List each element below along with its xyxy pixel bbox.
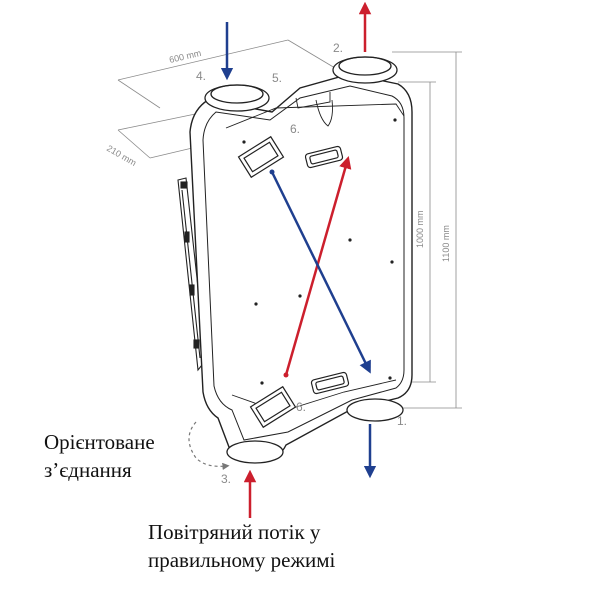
external-flow-arrows [220,1,377,518]
screw-holes [242,118,397,385]
inner-height-dimension-label: 1000 mm [415,210,425,248]
port-number-4: 4. [196,69,206,83]
extract-airflow-arrow [270,171,371,374]
port-3-collar [226,440,284,464]
orientation-caption: Орієнтоване з’єднання [44,428,155,484]
port-number-6-bottom: 6. [296,400,306,414]
width-dimension-label: 600 mm [168,48,202,65]
outer-height-dimension-label: 1100 mm [441,225,451,262]
port-number-2: 2. [333,41,343,55]
airflow-caption-line-2: правильному режимі [148,548,336,572]
airflow-caption-line-1: Повітряний потік у [148,520,321,544]
panels-and-slots [237,135,350,429]
port-number-6-top: 6. [290,122,300,136]
depth-dimension-label: 210 mm [105,143,138,168]
internal-airflow [269,155,371,378]
supply-airflow-arrow [284,155,352,376]
dimension-lines [117,39,462,409]
orientation-caption-line-2: з’єднання [44,458,132,482]
unit-housing [189,73,413,463]
port-number-1: 1. [397,414,407,428]
airflow-caption: Повітряний потік у правильному режимі [148,518,335,574]
port-1-collar [346,398,404,422]
duct-ports [204,56,404,464]
orientation-caption-line-1: Орієнтоване [44,430,155,454]
orientation-rotation-arrow [188,421,230,470]
port-number-3: 3. [221,472,231,486]
port-number-5: 5. [272,71,282,85]
